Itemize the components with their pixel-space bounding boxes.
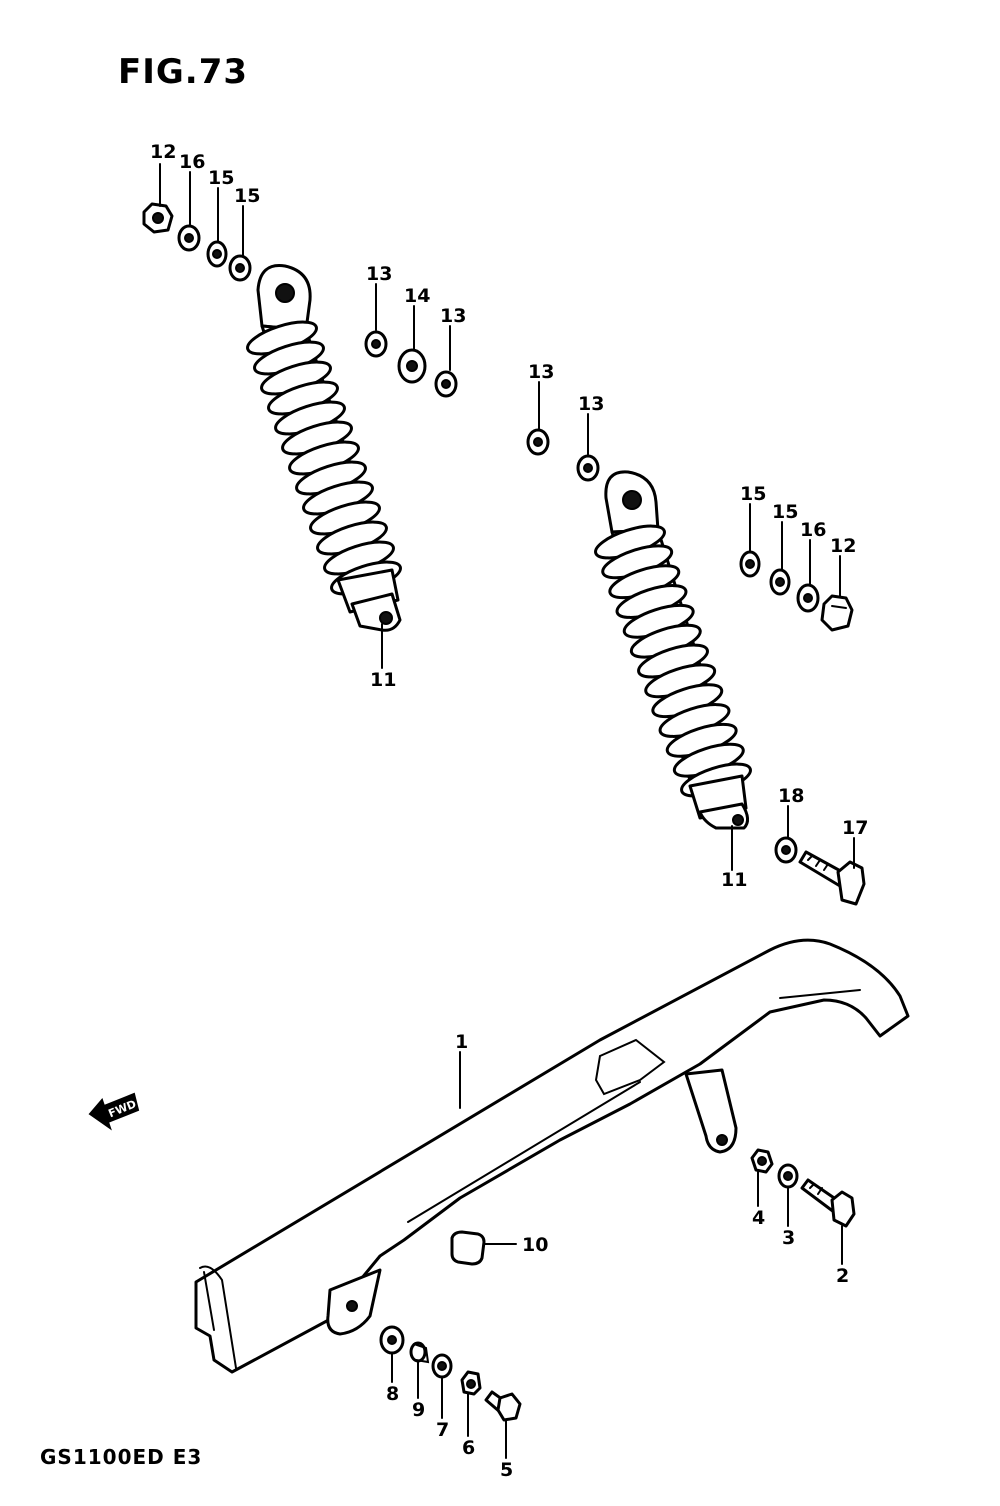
washer-15-right-a <box>739 550 761 578</box>
washer-4 <box>750 1148 774 1174</box>
callout-2: 2 <box>836 1265 849 1287</box>
collar-9 <box>409 1341 430 1364</box>
callout-10: 10 <box>522 1234 548 1256</box>
nut-12-right <box>820 594 854 632</box>
callout-13-a: 13 <box>366 263 392 285</box>
callout-15-left-a: 15 <box>208 167 234 189</box>
washer-15-right-b <box>769 568 791 596</box>
callout-labels: 12 16 15 15 13 14 13 13 13 15 15 16 12 1… <box>150 141 868 1481</box>
leader-lines <box>159 163 855 1459</box>
callout-13-b: 13 <box>440 305 466 327</box>
left-shock-absorber <box>246 264 402 632</box>
cushion-10 <box>450 1230 486 1266</box>
washer-15-left-b <box>228 254 252 282</box>
bolt-5 <box>484 1390 522 1422</box>
callout-15-right-b: 15 <box>772 501 798 523</box>
callout-6: 6 <box>462 1437 475 1459</box>
callout-3: 3 <box>782 1227 795 1249</box>
washer-14 <box>397 348 427 384</box>
figure-title: FIG.73 <box>118 52 249 92</box>
washer-13-b <box>434 370 458 398</box>
callout-15-right-a: 15 <box>740 483 766 505</box>
washer-16-left <box>177 224 201 252</box>
washer-15-left-a <box>206 240 228 268</box>
washer-7 <box>431 1353 453 1379</box>
bolt-2 <box>800 1178 856 1228</box>
model-code: GS1100ED E3 <box>40 1445 203 1469</box>
callout-16-left: 16 <box>179 151 205 173</box>
callout-17: 17 <box>842 817 868 839</box>
callout-16-right: 16 <box>800 519 826 541</box>
callout-13-d: 13 <box>578 393 604 415</box>
bolt-17 <box>798 850 866 906</box>
callout-5: 5 <box>500 1459 513 1481</box>
washer-3 <box>777 1163 799 1189</box>
callout-11-left: 11 <box>370 669 396 691</box>
chain-case <box>194 938 910 1374</box>
callout-18: 18 <box>778 785 804 807</box>
callout-1: 1 <box>455 1031 468 1053</box>
callout-12-left: 12 <box>150 141 176 163</box>
washer-6 <box>460 1370 482 1396</box>
nut-12-left <box>142 202 174 234</box>
callout-8: 8 <box>386 1383 399 1405</box>
washer-13-d <box>576 454 600 482</box>
washer-13-a <box>364 330 388 358</box>
washer-8 <box>379 1325 405 1355</box>
callout-13-c: 13 <box>528 361 554 383</box>
washer-16-right <box>796 583 820 613</box>
callout-9: 9 <box>412 1399 425 1421</box>
callout-14: 14 <box>404 285 430 307</box>
washer-13-c <box>526 428 550 456</box>
callout-15-left-b: 15 <box>234 185 260 207</box>
callout-4: 4 <box>752 1207 765 1229</box>
callout-12-right: 12 <box>830 535 856 557</box>
fwd-arrow-icon: FWD <box>88 1092 140 1131</box>
washer-18 <box>774 836 798 864</box>
callout-11-right: 11 <box>721 869 747 891</box>
callout-7: 7 <box>436 1419 449 1441</box>
right-shock-absorber <box>594 470 752 830</box>
